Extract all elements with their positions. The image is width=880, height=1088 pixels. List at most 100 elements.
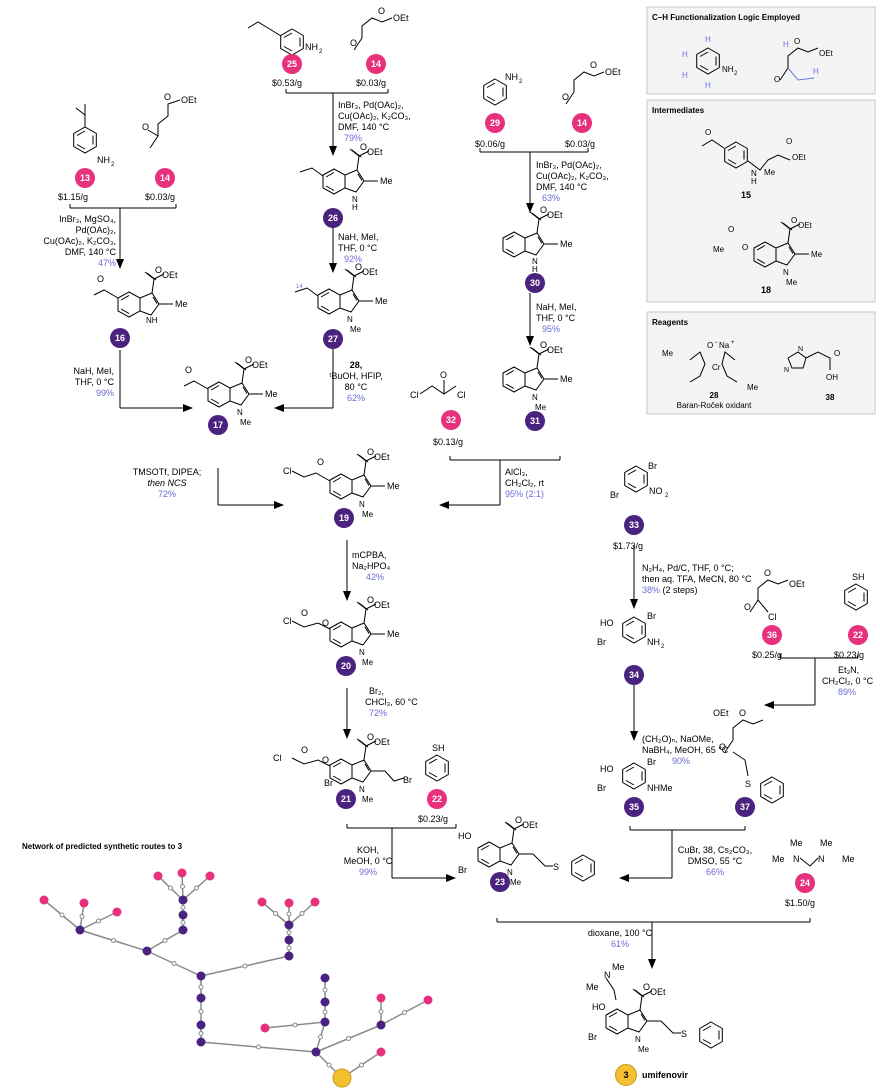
logic-panel-title: C–H Functionalization Logic Employed [652,13,801,22]
svg-text:O: O [540,340,547,350]
svg-text:HO: HO [458,831,472,841]
svg-text:O: O [515,815,522,825]
svg-text:Me: Me [362,510,374,519]
network-molecule-node [320,1017,330,1027]
svg-text:N: N [237,408,243,417]
svg-text:H: H [682,50,688,59]
svg-text:2: 2 [665,493,669,499]
svg-text:NHMe: NHMe [647,783,673,793]
network-reaction-node [171,961,177,966]
svg-text:OEt: OEt [819,49,834,58]
svg-text:Me: Me [786,278,798,287]
svg-text:2: 2 [319,49,323,55]
svg-text:O: O [728,225,734,234]
molecule-37: O O OEt S [713,708,784,804]
svg-text:O: O [97,274,104,284]
network-reaction-node [286,945,292,951]
svg-text:Me: Me [612,962,625,972]
network-reaction-node [359,1062,364,1068]
price-25: $0.53/g [272,78,303,88]
svg-text:H: H [813,67,819,76]
badge-36: 36 [762,625,782,645]
price-32: $0.13/g [433,437,464,447]
svg-text:OEt: OEt [393,13,409,23]
svg-text:Cl: Cl [283,466,292,476]
svg-text:Me: Me [535,403,547,412]
svg-text:OEt: OEt [650,987,666,997]
badge-24: 24 [795,873,815,893]
network-reaction-node [273,911,278,916]
svg-text:Me: Me [811,250,823,259]
molecule-36: O O OEt Cl [744,568,805,622]
network-reaction-node [318,1034,323,1040]
svg-text:NH: NH [505,72,518,82]
svg-text:N: N [532,393,538,402]
badge-14: 14 [366,54,386,74]
network-molecule-node [178,895,188,905]
badge-31: 31 [525,411,545,431]
svg-text:OEt: OEt [713,708,729,718]
svg-text:HO: HO [592,1002,606,1012]
svg-text:OH: OH [826,373,838,382]
svg-text:Me: Me [586,982,599,992]
badge-27: 27 [323,329,343,349]
svg-text:O: O [185,365,192,375]
network-molecule-node [260,1023,270,1033]
svg-text:OEt: OEt [798,221,813,230]
network-molecule-node [75,925,85,935]
network-molecule-node [39,895,49,905]
svg-text:Cl: Cl [273,753,282,763]
svg-text:Me: Me [240,418,252,427]
price-36: $0.25/g [752,650,783,660]
molecule-22a: SH [844,572,868,611]
network-reaction-node [326,1062,332,1068]
svg-text:Br: Br [403,775,412,785]
svg-text:OEt: OEt [374,737,390,747]
reagents-panel: O − Na + Cr Me Me N N O OH [646,311,876,415]
svg-text:OEt: OEt [362,267,378,277]
network-reaction-node [256,1044,261,1050]
network-molecule-node [178,925,188,935]
badge-32: 32 [441,410,461,430]
badge-29: 29 [485,113,505,133]
molecule-32: Cl O Cl [410,370,466,400]
svg-text:O: O [834,349,840,358]
badge-35: 35 [624,797,644,817]
product-name: umifenovir [642,1070,689,1080]
svg-text:Me: Me [387,481,400,491]
network-molecule-node [311,1047,321,1057]
svg-text:O: O [142,122,149,132]
conditions-25-to-26: InBr₃, Pd(OAc)₂,Cu(OAc)₂, K₂CO₃,DMF, 140… [338,100,411,143]
svg-text:O: O [590,60,597,70]
svg-text:NH: NH [722,65,734,74]
network-molecule-node [284,920,294,930]
badge-25: 25 [282,54,302,74]
svg-text:Br: Br [597,783,606,793]
network-reaction-node [322,987,328,993]
svg-text:OEt: OEt [367,147,383,157]
svg-text:O: O [367,732,374,742]
svg-text:N: N [635,1035,641,1044]
price-14: $0.03/g [356,78,387,88]
network-reaction-node [194,885,199,891]
svg-text:Me: Me [764,168,776,177]
price-14: $0.03/g [565,139,596,149]
svg-text:OEt: OEt [789,579,805,589]
price-33: $1.73/g [613,541,644,551]
svg-text:O: O [791,216,797,225]
network-molecule-node [284,898,294,908]
svg-text:NH: NH [97,155,110,165]
badge-23: 23 [490,872,510,892]
network-molecule-node [79,898,89,908]
network-reaction-node [180,884,185,889]
svg-text:Br: Br [610,490,619,500]
